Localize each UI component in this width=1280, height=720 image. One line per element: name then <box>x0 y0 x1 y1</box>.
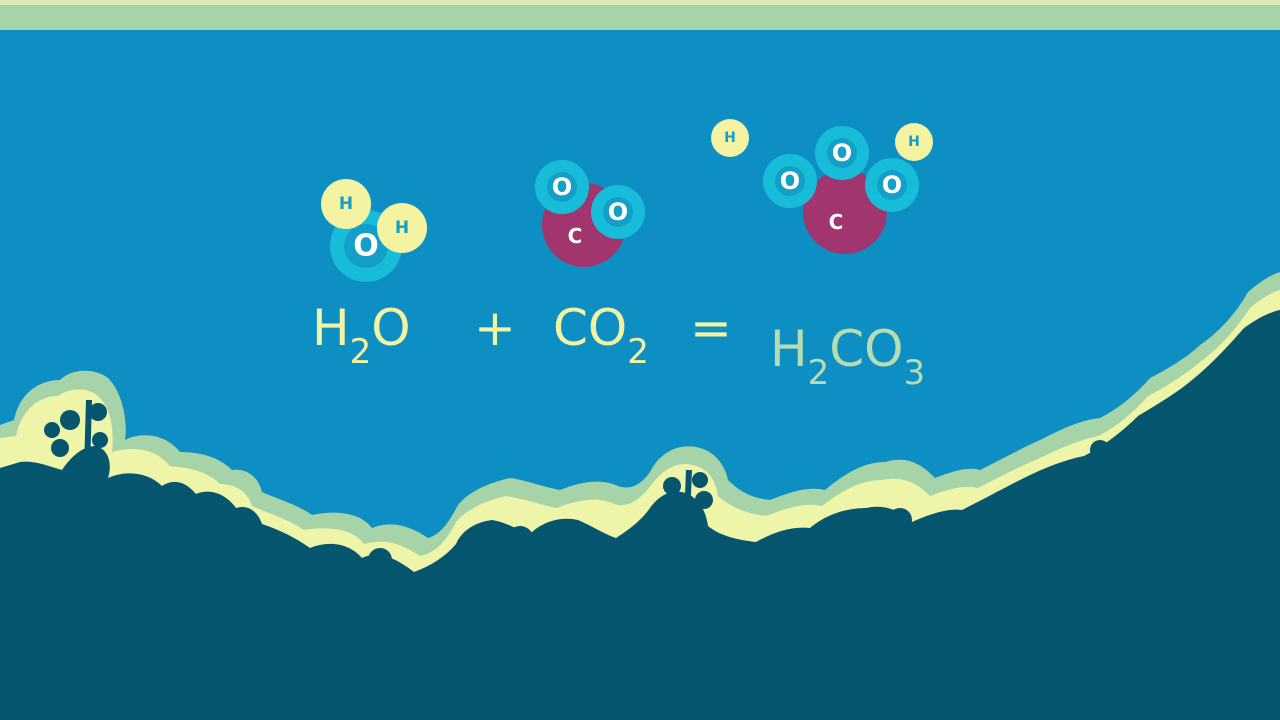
co2-formula: CO2 <box>553 303 649 369</box>
equals-sign: = <box>690 299 732 357</box>
co2-formula-co: CO <box>553 299 628 357</box>
product-formula-sub2: 3 <box>903 353 926 393</box>
water-formula-sub: 2 <box>349 332 372 372</box>
co2-formula-sub: 2 <box>627 332 649 372</box>
coral-fronds <box>44 350 1240 572</box>
water-h2-label: H <box>395 218 409 238</box>
water-molecule-icon: O H H <box>321 179 427 282</box>
product-formula-h: H <box>770 320 808 378</box>
water-o-label: O <box>353 229 379 264</box>
water-formula: H2O <box>312 303 411 369</box>
water-formula-h: H <box>312 299 350 357</box>
acid-o2-label: O <box>832 139 852 167</box>
top-band-edge <box>0 0 1280 5</box>
plus-sign: + <box>474 299 516 357</box>
acid-c-label: C <box>829 210 844 234</box>
product-formula-co: CO <box>829 320 904 378</box>
carbonic-acid-formula: H2CO3 <box>770 324 925 390</box>
carbonic-acid-molecule-icon: H C O O O H <box>711 119 933 254</box>
acid-o1-label: O <box>780 167 800 195</box>
acid-o3-label: O <box>882 171 902 199</box>
acid-h-bound-label: H <box>908 134 920 150</box>
co2-c-label: C <box>568 224 583 248</box>
co2-o2-label: O <box>608 198 628 226</box>
carbon-dioxide-molecule-icon: C O O <box>535 160 645 267</box>
water-h1-label: H <box>339 194 353 214</box>
water-formula-o: O <box>371 299 411 357</box>
product-formula-sub1: 2 <box>807 353 830 393</box>
reef-dark-layer <box>0 310 1280 720</box>
acid-h-free-label: H <box>724 130 736 146</box>
coral-reef-silhouette <box>0 272 1280 720</box>
co2-o1-label: O <box>552 173 572 201</box>
